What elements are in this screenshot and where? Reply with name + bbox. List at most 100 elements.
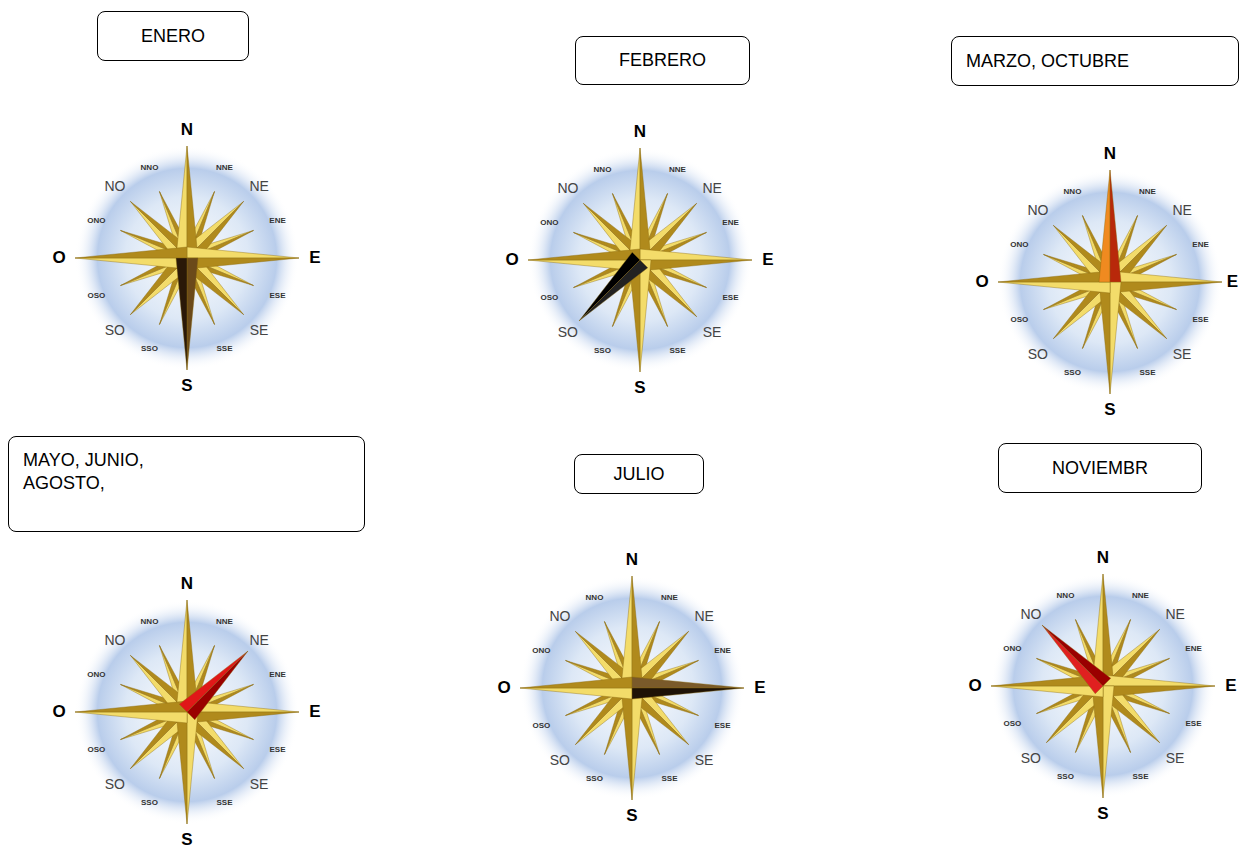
direction-label: SSO [586, 774, 603, 783]
direction-label: S [626, 806, 637, 826]
direction-label: SE [1173, 346, 1192, 362]
rose-point [187, 712, 299, 723]
direction-label: SSO [1064, 368, 1081, 377]
direction-label: OSO [1004, 719, 1022, 728]
direction-label: OSO [1011, 315, 1029, 324]
direction-label: N [634, 122, 646, 142]
direction-label: SSE [216, 344, 232, 353]
rose-point [1103, 675, 1215, 686]
rose-glow [520, 576, 744, 800]
direction-label: SE [1166, 750, 1185, 766]
direction-label: NNO [141, 163, 159, 172]
direction-label: S [634, 378, 645, 398]
direction-label: SO [1021, 750, 1041, 766]
direction-label: S [1097, 804, 1108, 824]
direction-label: ONO [87, 670, 105, 679]
direction-label: SO [1028, 346, 1048, 362]
direction-label: SSE [669, 346, 685, 355]
rose-point [629, 148, 640, 260]
direction-label: NNE [669, 165, 686, 174]
direction-label: ESE [1193, 315, 1209, 324]
direction-label: S [181, 830, 192, 850]
direction-label: SSO [141, 344, 158, 353]
compass-rose [75, 600, 299, 824]
month-box: ENERO [97, 11, 249, 61]
rose-point [632, 677, 744, 688]
direction-label: ENE [722, 218, 738, 227]
direction-label: O [968, 676, 981, 696]
direction-label: NNO [1057, 591, 1075, 600]
rose-glow [998, 170, 1222, 394]
rose-point [991, 686, 1103, 697]
direction-label: E [1225, 676, 1236, 696]
rose-point [640, 260, 651, 372]
direction-label: ENE [1192, 240, 1208, 249]
compass-rose [991, 574, 1215, 798]
direction-label: NNO [141, 617, 159, 626]
direction-label: NE [249, 632, 268, 648]
direction-label: SE [250, 322, 269, 338]
month-text: JULIO [613, 463, 664, 486]
direction-label: ESE [270, 745, 286, 754]
direction-label: OSO [541, 293, 559, 302]
direction-label: NO [1027, 202, 1048, 218]
direction-label: ENE [1185, 644, 1201, 653]
direction-label: ONO [1010, 240, 1028, 249]
rose-point [176, 600, 187, 712]
rose-point [1110, 282, 1222, 293]
rose-point [640, 148, 651, 260]
rose-point [579, 260, 648, 321]
rose-point [176, 146, 187, 258]
rose-point [1099, 170, 1110, 282]
direction-label: SO [558, 324, 578, 340]
rose-point [187, 651, 248, 720]
direction-label: ONO [532, 646, 550, 655]
direction-label: NNE [1139, 187, 1156, 196]
rose-point [632, 688, 643, 800]
direction-label: SE [703, 324, 722, 340]
compass-rose [998, 170, 1222, 394]
rose-point [1042, 625, 1103, 694]
direction-label: ONO [87, 216, 105, 225]
direction-label: ESE [715, 721, 731, 730]
direction-label: OSO [88, 291, 106, 300]
month-box: FEBRERO [575, 36, 750, 85]
month-box: MARZO, OCTUBRE [951, 36, 1239, 86]
direction-label: ENE [269, 670, 285, 679]
direction-label: OSO [88, 745, 106, 754]
direction-label: NNE [661, 593, 678, 602]
direction-label: NO [549, 608, 570, 624]
direction-label: O [52, 702, 65, 722]
rose-point [187, 258, 299, 269]
direction-label: ESE [270, 291, 286, 300]
direction-label: ONO [540, 218, 558, 227]
rose-point [187, 146, 198, 258]
rose-point [1042, 625, 1111, 686]
direction-label: NNE [1132, 591, 1149, 600]
direction-label: NNE [216, 617, 233, 626]
rose-point [1110, 170, 1121, 282]
month-box: JULIO [574, 454, 704, 494]
direction-label: SSO [141, 798, 158, 807]
rose-point [632, 688, 744, 699]
rose-point [187, 712, 198, 824]
month-text: MAYO, JUNIO, AGOSTO, [23, 449, 223, 494]
rose-point [998, 271, 1110, 282]
direction-label: N [181, 120, 193, 140]
direction-label: SO [550, 752, 570, 768]
rose-point [579, 252, 640, 321]
rose-point [75, 258, 187, 269]
direction-label: SO [105, 776, 125, 792]
month-text: ENERO [141, 25, 205, 48]
rose-point [520, 688, 632, 699]
compass-rose [520, 576, 744, 800]
direction-label: NNO [586, 593, 604, 602]
direction-label: SSE [216, 798, 232, 807]
rose-point [75, 701, 187, 712]
direction-label: N [181, 574, 193, 594]
direction-label: ESE [1186, 719, 1202, 728]
direction-label: NO [1020, 606, 1041, 622]
rose-point [1110, 282, 1121, 394]
compass-rose [528, 148, 752, 372]
direction-label: E [309, 248, 320, 268]
